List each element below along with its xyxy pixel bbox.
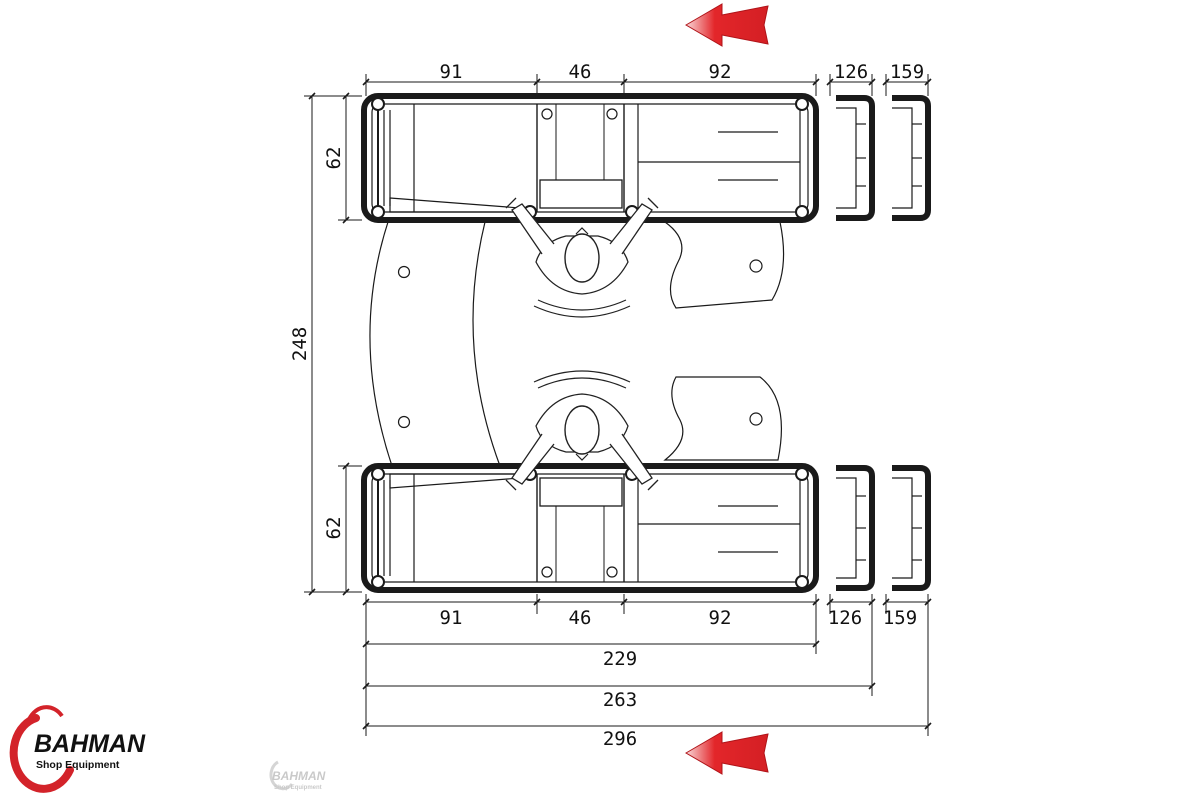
dim-bottom-126: 126	[828, 607, 862, 629]
dim-top-91: 91	[440, 61, 463, 83]
dim-bottom-159: 159	[883, 607, 917, 629]
side-desk-bottom	[663, 376, 783, 461]
extension-module-top-2	[892, 95, 931, 221]
watermark-tagline: Shop Equipment	[274, 785, 322, 791]
direction-arrow-bottom	[685, 731, 769, 775]
dim-total-296: 296	[603, 728, 637, 750]
bahman-logo: BAHMAN Shop Equipment	[9, 705, 146, 793]
central-floor-panel	[369, 221, 501, 467]
bahman-watermark: BAHMAN Shop Equipment	[269, 760, 326, 791]
dim-bottom-92: 92	[709, 607, 732, 629]
dim-top-46: 46	[569, 61, 592, 83]
dim-top-159: 159	[890, 61, 924, 83]
workstation-top	[361, 93, 819, 223]
dim-bottom-46: 46	[569, 607, 592, 629]
dim-left-248: 248	[289, 327, 311, 361]
side-desk-top	[663, 221, 785, 309]
extension-module-top-1	[836, 95, 875, 221]
extension-module-bottom-2	[892, 465, 931, 591]
workstation-bottom	[361, 463, 819, 593]
dim-total-263: 263	[603, 689, 637, 711]
dim-left-top-62: 62	[323, 147, 345, 170]
direction-arrow-top	[685, 3, 769, 47]
dim-bottom-91: 91	[440, 607, 463, 629]
extension-module-bottom-1	[836, 465, 875, 591]
dim-total-229: 229	[603, 648, 637, 670]
watermark-name: BAHMAN	[272, 769, 326, 783]
dim-left-bottom-62: 62	[323, 517, 345, 540]
logo-tagline: Shop Equipment	[36, 759, 120, 771]
dim-top-126: 126	[834, 61, 868, 83]
logo-name: BAHMAN	[34, 730, 146, 758]
dim-top-92: 92	[709, 61, 732, 83]
